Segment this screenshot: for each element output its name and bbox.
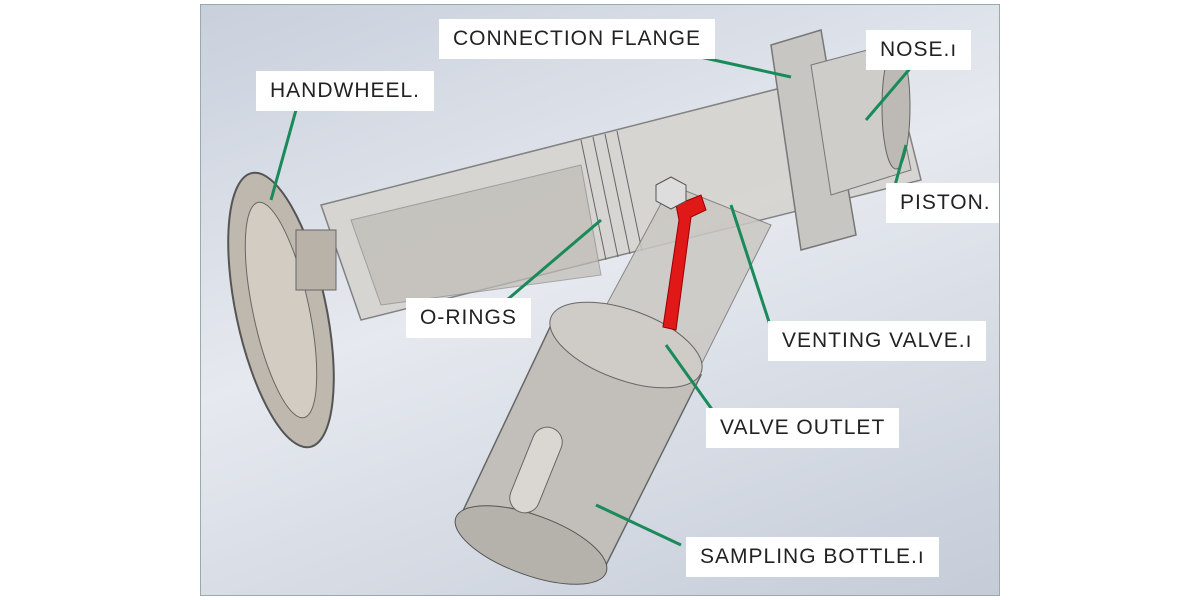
main-barrel [320, 59, 922, 321]
connection-flange [770, 29, 857, 251]
handwheel [227, 171, 337, 449]
label-nose: NOSE.ı [866, 30, 972, 70]
label-handwheel: HANDWHEEL. [256, 71, 435, 111]
label-connection-flange: CONNECTION FLANGE [439, 19, 716, 59]
venting-valve [655, 176, 707, 331]
label-venting-valve: VENTING VALVE.ı [768, 321, 987, 361]
label-sampling-bottle: SAMPLING BOTTLE.ı [686, 537, 939, 577]
label-piston: PISTON. [886, 183, 999, 223]
label-valve-outlet: VALVE OUTLET [706, 408, 900, 448]
o-rings [580, 130, 643, 261]
diagram-frame: CONNECTION FLANGE NOSE.ı HANDWHEEL. PIST… [200, 4, 1000, 596]
sampling-bottle [454, 184, 772, 585]
label-o-rings: O-RINGS [406, 298, 531, 338]
sampling-valve-drawing [227, 29, 922, 585]
